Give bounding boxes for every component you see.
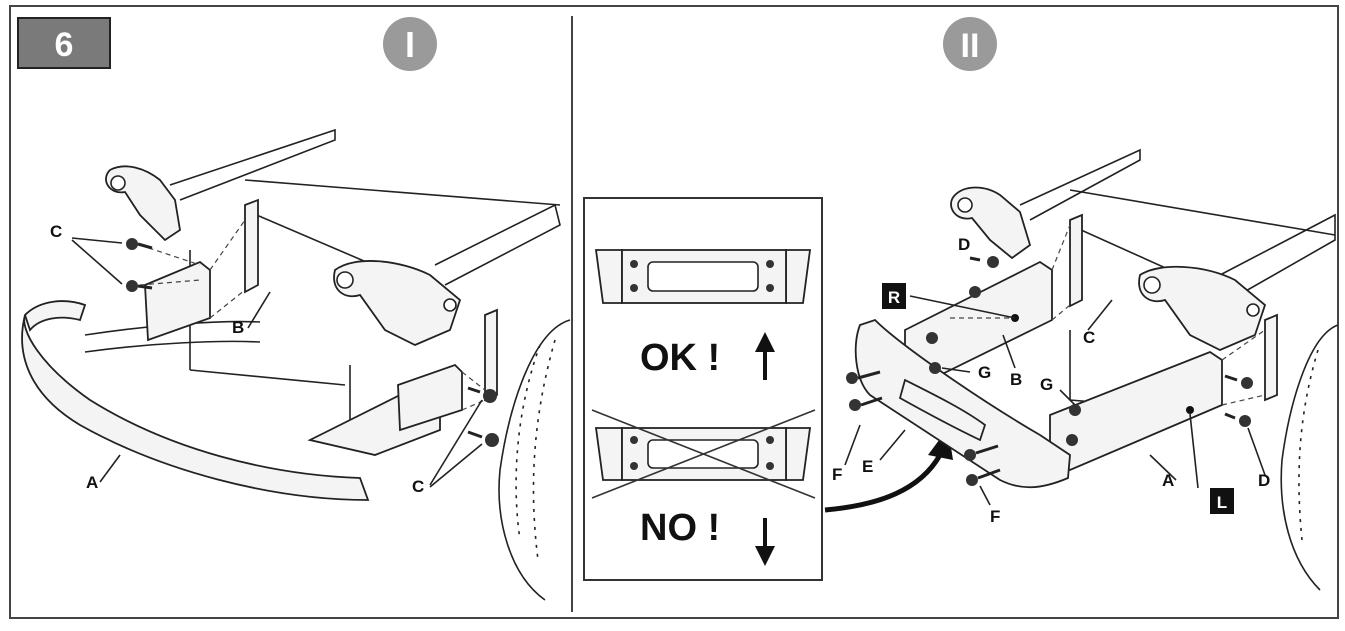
callout-g: G xyxy=(1040,375,1053,394)
screw-icon xyxy=(1224,412,1251,427)
callout-d: D xyxy=(1258,471,1270,490)
bolt-icon xyxy=(966,468,1001,486)
arrow-down-icon xyxy=(755,518,775,566)
panel-ii-marker: II xyxy=(943,17,997,71)
screw-icon xyxy=(467,386,497,403)
marker-r-label: R xyxy=(888,288,900,307)
marker-r: R xyxy=(882,283,906,309)
bolt-icon xyxy=(849,396,883,411)
panel-i-marker: I xyxy=(383,17,437,71)
callout-d: D xyxy=(958,235,970,254)
arrow-up-icon xyxy=(755,332,775,380)
panel-ii-numeral: II xyxy=(961,27,980,65)
screw-icon xyxy=(467,430,499,447)
callout-f: F xyxy=(832,465,842,484)
screw-icon xyxy=(126,280,153,292)
callout-c: C xyxy=(50,222,62,241)
outer-frame xyxy=(9,5,1339,619)
callout-g: G xyxy=(978,363,991,382)
bolt-icon xyxy=(964,444,999,461)
callout-e: E xyxy=(862,457,873,476)
callout-c: C xyxy=(1083,328,1095,347)
nut-icon xyxy=(926,332,938,344)
no-label: NO ! xyxy=(640,507,720,549)
callout-c: C xyxy=(412,477,424,496)
screw-icon xyxy=(126,238,153,250)
screw-icon xyxy=(1224,374,1253,389)
nut-icon xyxy=(969,286,981,298)
marker-l-label: L xyxy=(1217,493,1227,512)
orientation-inset: OK ! NO ! xyxy=(583,197,823,581)
step-number: 6 xyxy=(55,26,74,64)
callout-a: A xyxy=(1162,471,1174,490)
nut-icon xyxy=(929,362,941,374)
marker-l: L xyxy=(1210,488,1234,514)
bolt-icon xyxy=(846,370,881,384)
bracket-incorrect xyxy=(591,409,816,499)
nut-icon xyxy=(1069,404,1081,416)
callout-b: B xyxy=(1010,370,1022,389)
ok-label: OK ! xyxy=(640,337,720,379)
panel-i-drawing xyxy=(21,128,571,601)
cross-out-line xyxy=(591,409,816,499)
callout-a: A xyxy=(86,473,98,492)
callout-f: F xyxy=(990,507,1000,526)
curved-arrow-icon xyxy=(824,428,953,513)
callout-b: B xyxy=(232,318,244,337)
panel-ii-drawing xyxy=(844,148,1339,591)
nut-icon xyxy=(1066,434,1078,446)
screw-icon xyxy=(969,256,999,268)
panel-i-numeral: I xyxy=(405,24,415,65)
bracket-correct xyxy=(594,249,812,304)
step-badge: 6 xyxy=(17,17,111,69)
